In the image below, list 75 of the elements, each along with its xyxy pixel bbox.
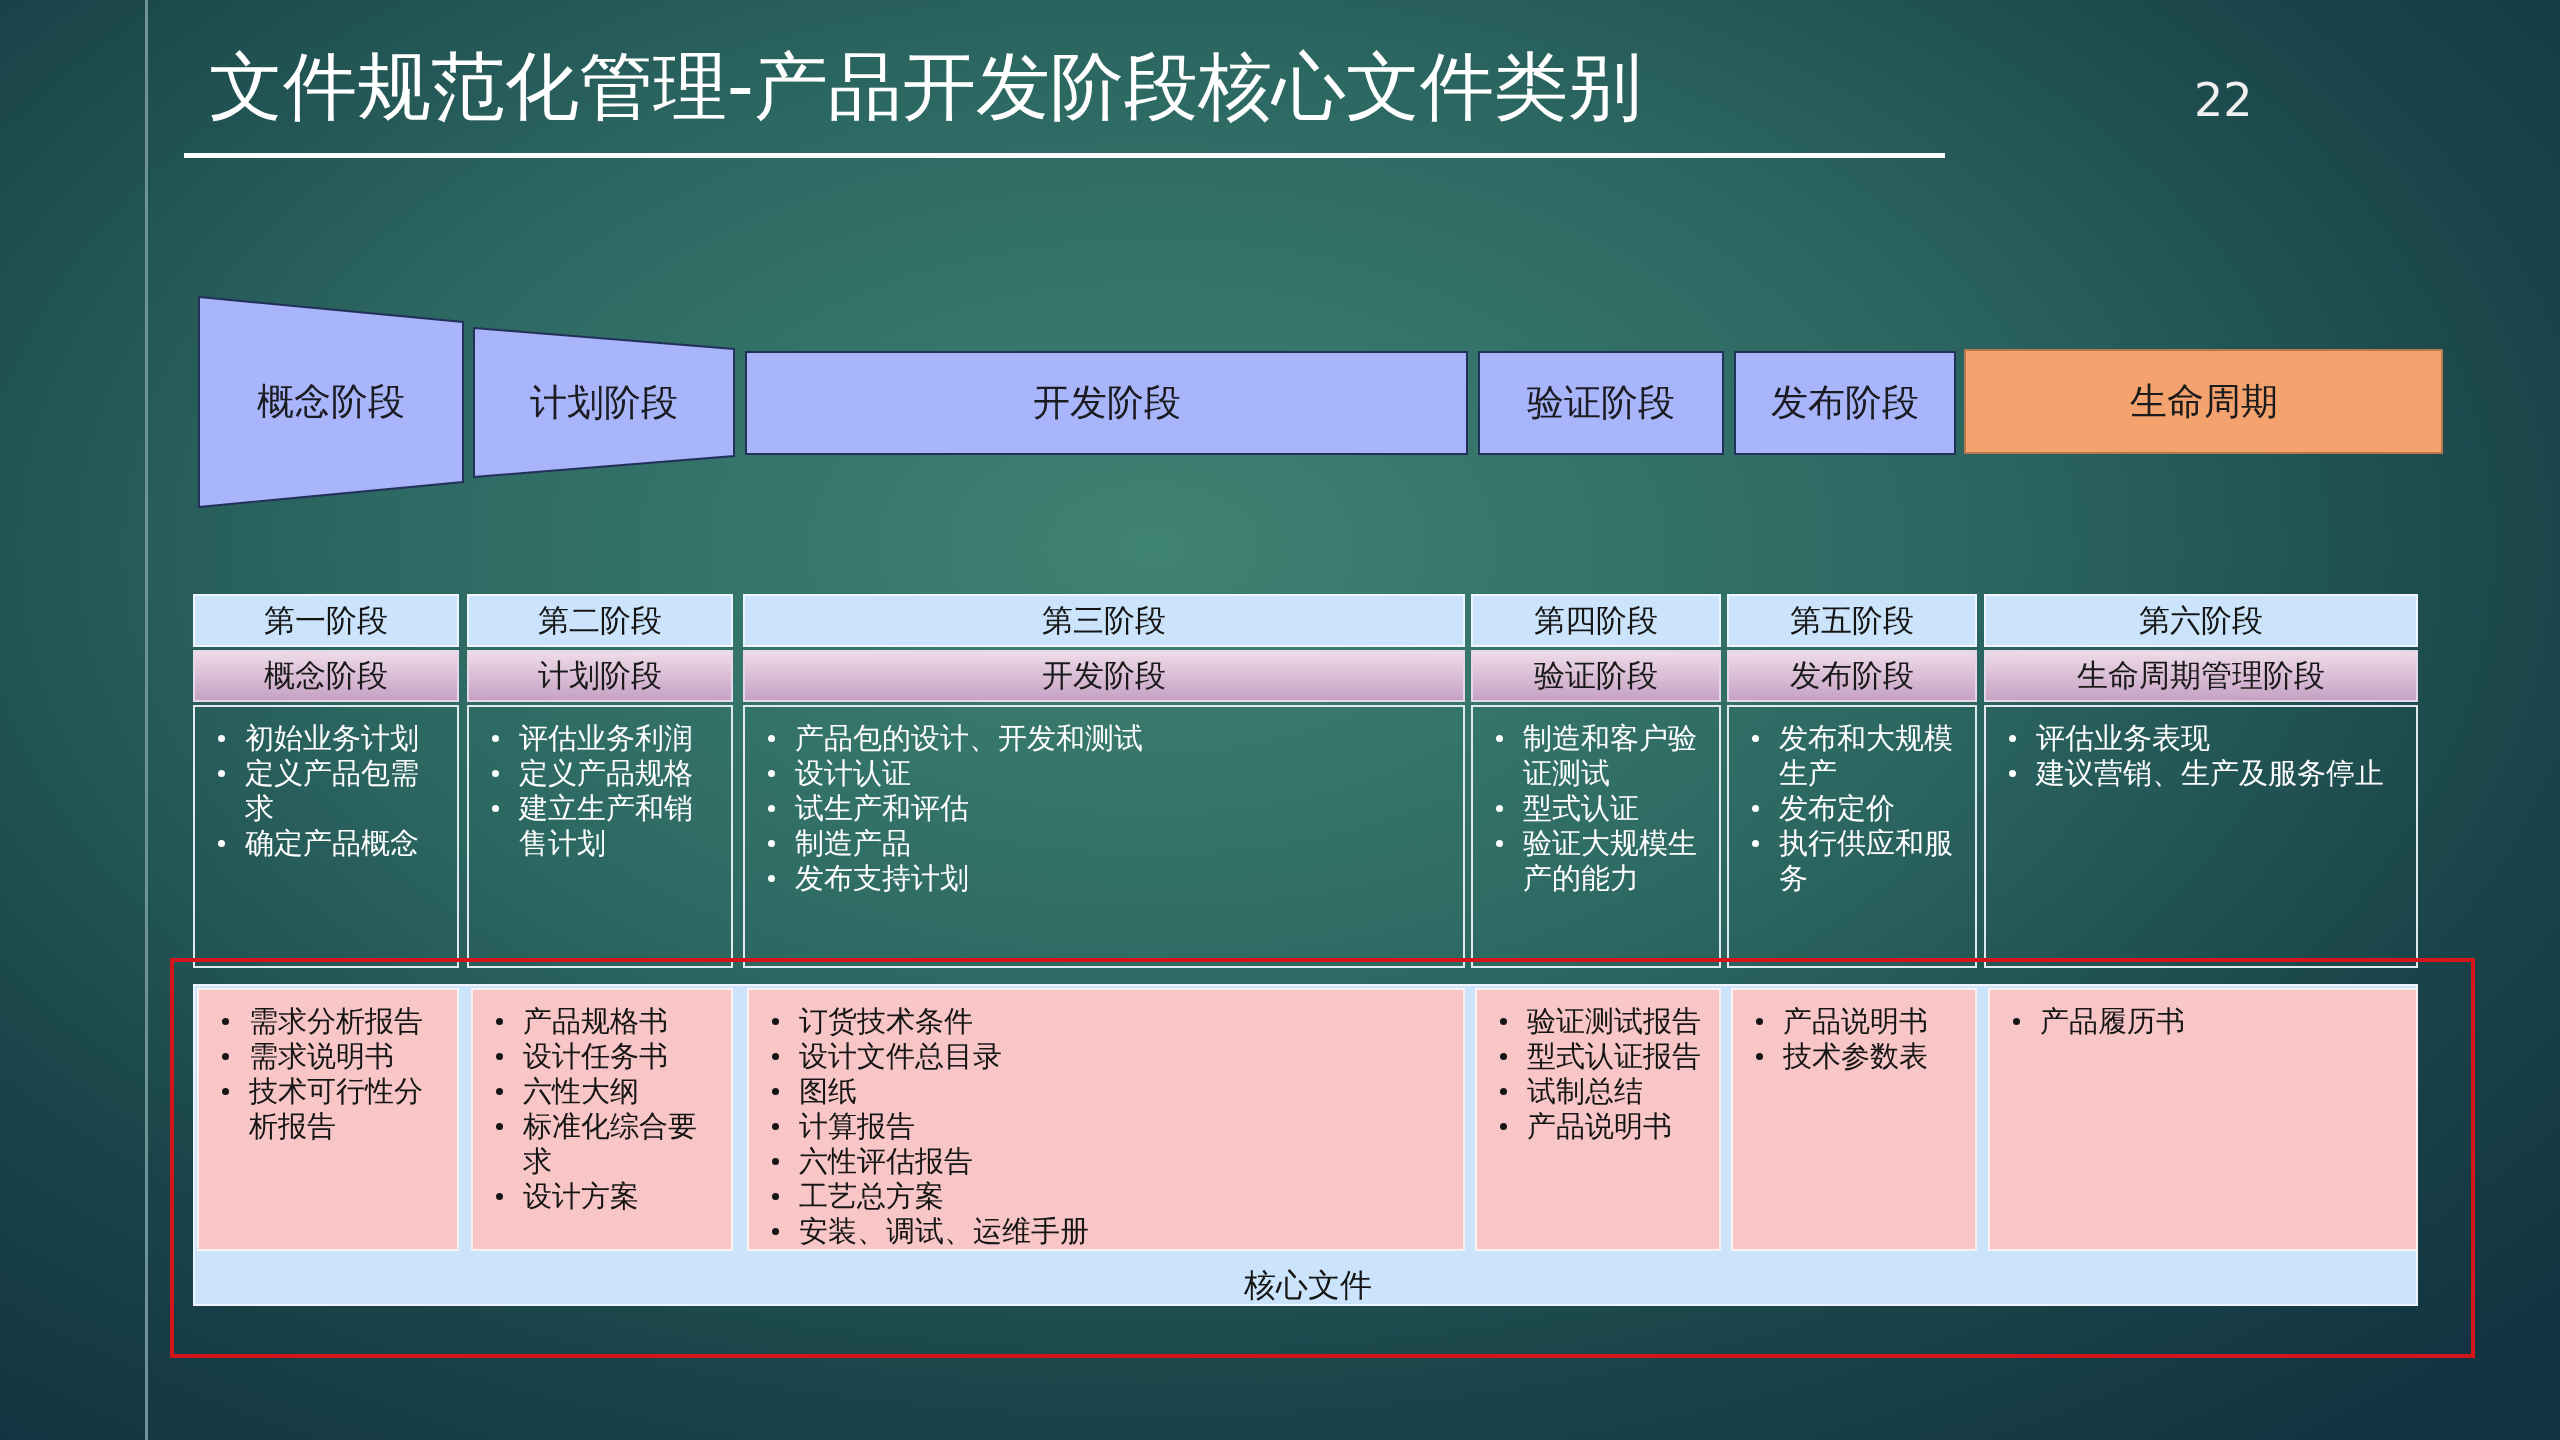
phase-trapezoid: 计划阶段 [473, 327, 735, 478]
panel-label: 核心文件 [1243, 1266, 1372, 1304]
bullet-item: 定义产品包需求 [245, 756, 420, 826]
bullet-item: 需求分析报告 [249, 1004, 423, 1039]
stage-header: 第四阶段 [1471, 594, 1721, 647]
bullet-item: 执行供应和服务 [1779, 826, 1954, 896]
core-files-panel [193, 984, 2418, 1306]
bullet-item: 发布支持计划 [795, 861, 969, 896]
stage-header: 第五阶段 [1727, 594, 1977, 647]
bullet-item: 评估业务表现 [2036, 721, 2210, 756]
document-list-box [1475, 988, 1721, 1251]
bullet-item: 设计认证 [795, 756, 911, 791]
document-list-box [1731, 988, 1977, 1251]
page-number: 22 [2194, 72, 2253, 128]
stage-name-bar: 计划阶段 [467, 650, 733, 702]
stage-header: 第三阶段 [743, 594, 1465, 647]
bullet-item: 标准化综合要求 [523, 1109, 698, 1179]
bullet-item: 型式认证 [1523, 791, 1639, 826]
bullet-item: 验证测试报告 [1527, 1004, 1701, 1039]
bullet-item: 设计方案 [523, 1179, 639, 1214]
bullet-item: 产品说明书 [1783, 1004, 1928, 1039]
bullet-item: 产品包的设计、开发和测试 [795, 721, 1143, 756]
bullet-item: 发布和大规模生产 [1779, 721, 1954, 791]
bullet-item: 安装、调试、运维手册 [799, 1214, 1089, 1249]
description-box [1471, 705, 1721, 968]
stage-header: 第二阶段 [467, 594, 733, 647]
bullet-item: 产品规格书 [523, 1004, 668, 1039]
stage-name-bar: 概念阶段 [193, 650, 459, 702]
bullet-item: 建议营销、生产及服务停止 [2036, 756, 2384, 791]
stage-header: 第一阶段 [193, 594, 459, 647]
bullet-item: 技术参数表 [1783, 1039, 1928, 1074]
phase-box: 验证阶段 [1478, 351, 1724, 455]
description-box [1984, 705, 2418, 968]
document-list-box [471, 988, 733, 1251]
document-list-box [1988, 988, 2418, 1251]
stage-name-bar: 开发阶段 [743, 650, 1465, 702]
phase-box: 开发阶段 [745, 351, 1468, 455]
bullet-item: 工艺总方案 [799, 1179, 944, 1214]
bullet-item: 产品说明书 [1527, 1109, 1672, 1144]
bullet-item: 验证大规模生产的能力 [1523, 826, 1698, 896]
bullet-item: 六性大纲 [523, 1074, 639, 1109]
bullet-item: 初始业务计划 [245, 721, 419, 756]
description-box [743, 705, 1465, 968]
bullet-item: 发布定价 [1779, 791, 1895, 826]
bullet-item: 订货技术条件 [799, 1004, 973, 1039]
phase-box: 生命周期 [1964, 349, 2443, 454]
description-box [1727, 705, 1977, 968]
phase-box: 发布阶段 [1734, 351, 1956, 455]
bullet-item: 确定产品概念 [245, 826, 419, 861]
bullet-item: 试生产和评估 [795, 791, 969, 826]
stage-header: 第六阶段 [1984, 594, 2418, 647]
bullet-item: 六性评估报告 [799, 1144, 973, 1179]
document-list-box [197, 988, 459, 1251]
phase-trapezoid: 概念阶段 [198, 296, 464, 508]
bullet-item: 计算报告 [799, 1109, 915, 1144]
bullet-item: 型式认证报告 [1527, 1039, 1701, 1074]
bullet-item: 产品履历书 [2040, 1004, 2185, 1039]
description-box [467, 705, 733, 968]
bullet-item: 评估业务利润 [519, 721, 693, 756]
stage-name-bar: 验证阶段 [1471, 650, 1721, 702]
bullet-item: 技术可行性分析报告 [249, 1074, 424, 1144]
bullet-item: 试制总结 [1527, 1074, 1643, 1109]
bullet-item: 设计任务书 [523, 1039, 668, 1074]
stage-name-bar: 发布阶段 [1727, 650, 1977, 702]
bullet-item: 设计文件总目录 [799, 1039, 1002, 1074]
bullet-item: 需求说明书 [249, 1039, 394, 1074]
bullet-item: 图纸 [799, 1074, 857, 1109]
description-box [193, 705, 459, 968]
bullet-item: 制造产品 [795, 826, 911, 861]
document-list-box [747, 988, 1465, 1251]
bullet-item: 定义产品规格 [519, 756, 693, 791]
stage-name-bar: 生命周期管理阶段 [1984, 650, 2418, 702]
bullet-item: 建立生产和销售计划 [519, 791, 694, 861]
slide-title: 文件规范化管理-产品开发阶段核心文件类别 [209, 42, 1642, 131]
bullet-item: 制造和客户验证测试 [1523, 721, 1698, 791]
